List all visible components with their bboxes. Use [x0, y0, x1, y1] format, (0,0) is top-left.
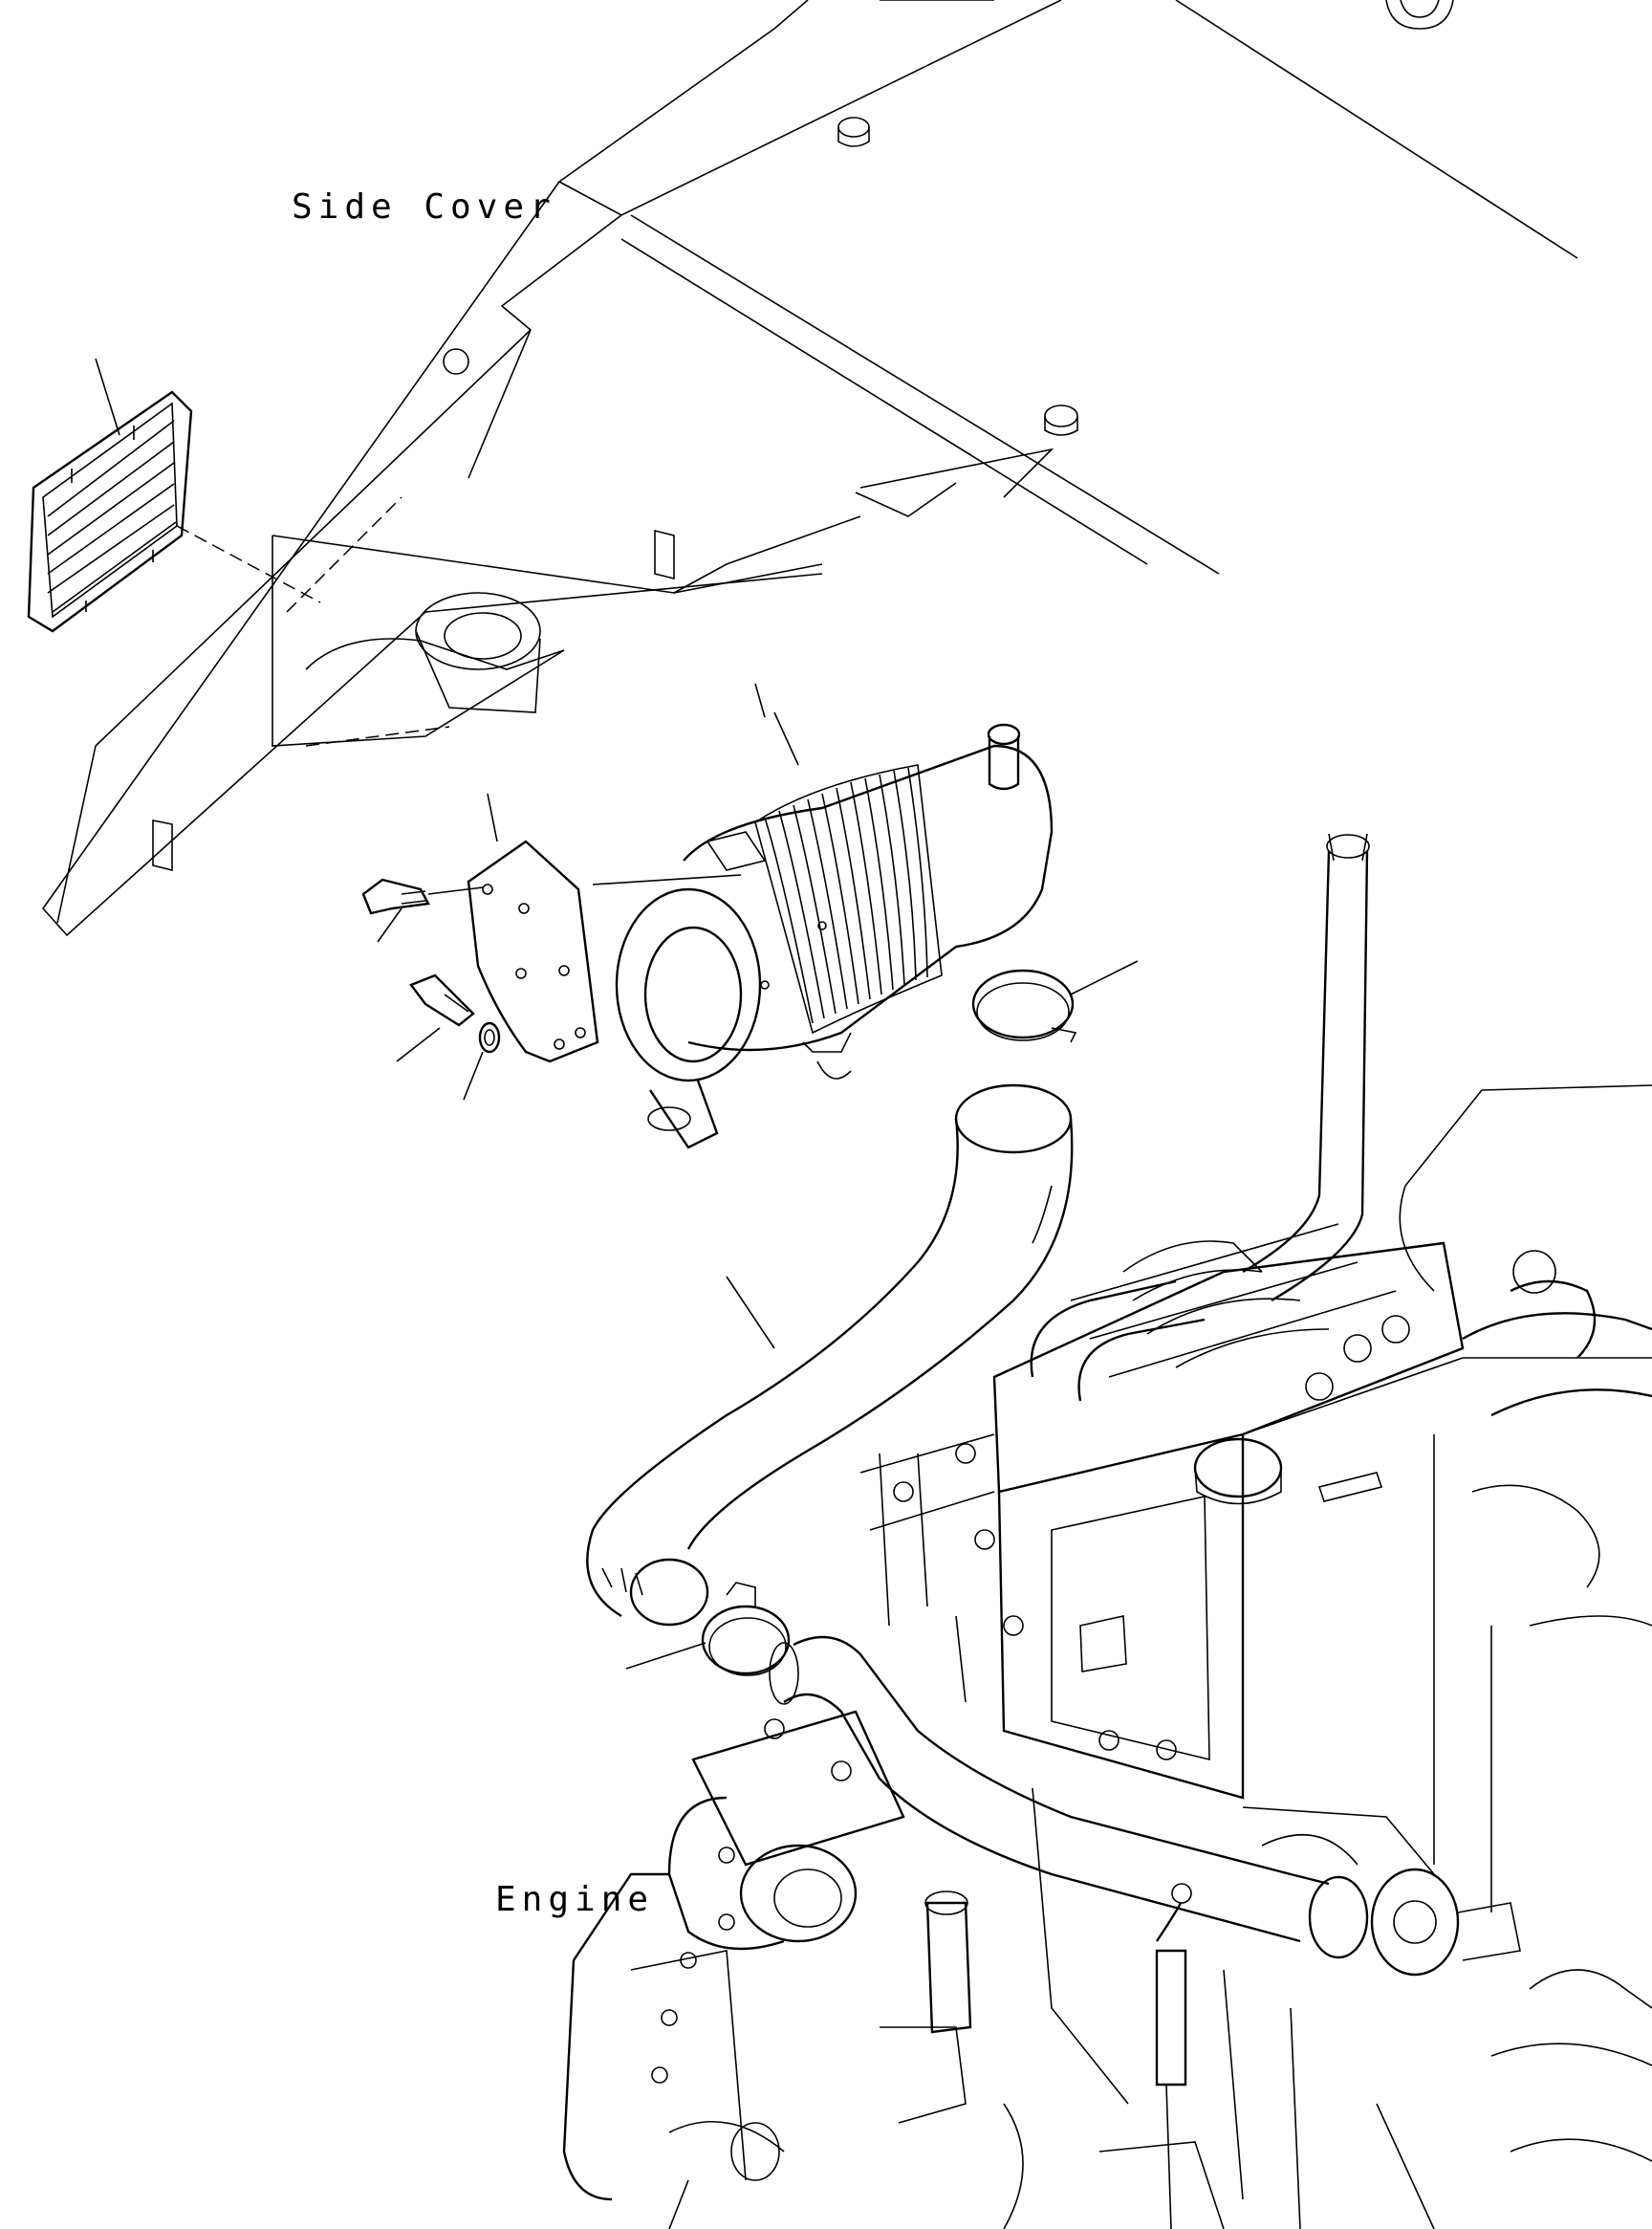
air-cleaner [592, 683, 1054, 1149]
side-cover-label: Side Cover [292, 187, 556, 227]
intake-hose [586, 960, 1139, 1676]
mounting-bracket [361, 793, 599, 1101]
engine-label: Engine [495, 1880, 655, 1919]
side-cover-panel [27, 0, 1578, 937]
engine [562, 833, 1652, 2229]
louver-grille [27, 358, 321, 633]
